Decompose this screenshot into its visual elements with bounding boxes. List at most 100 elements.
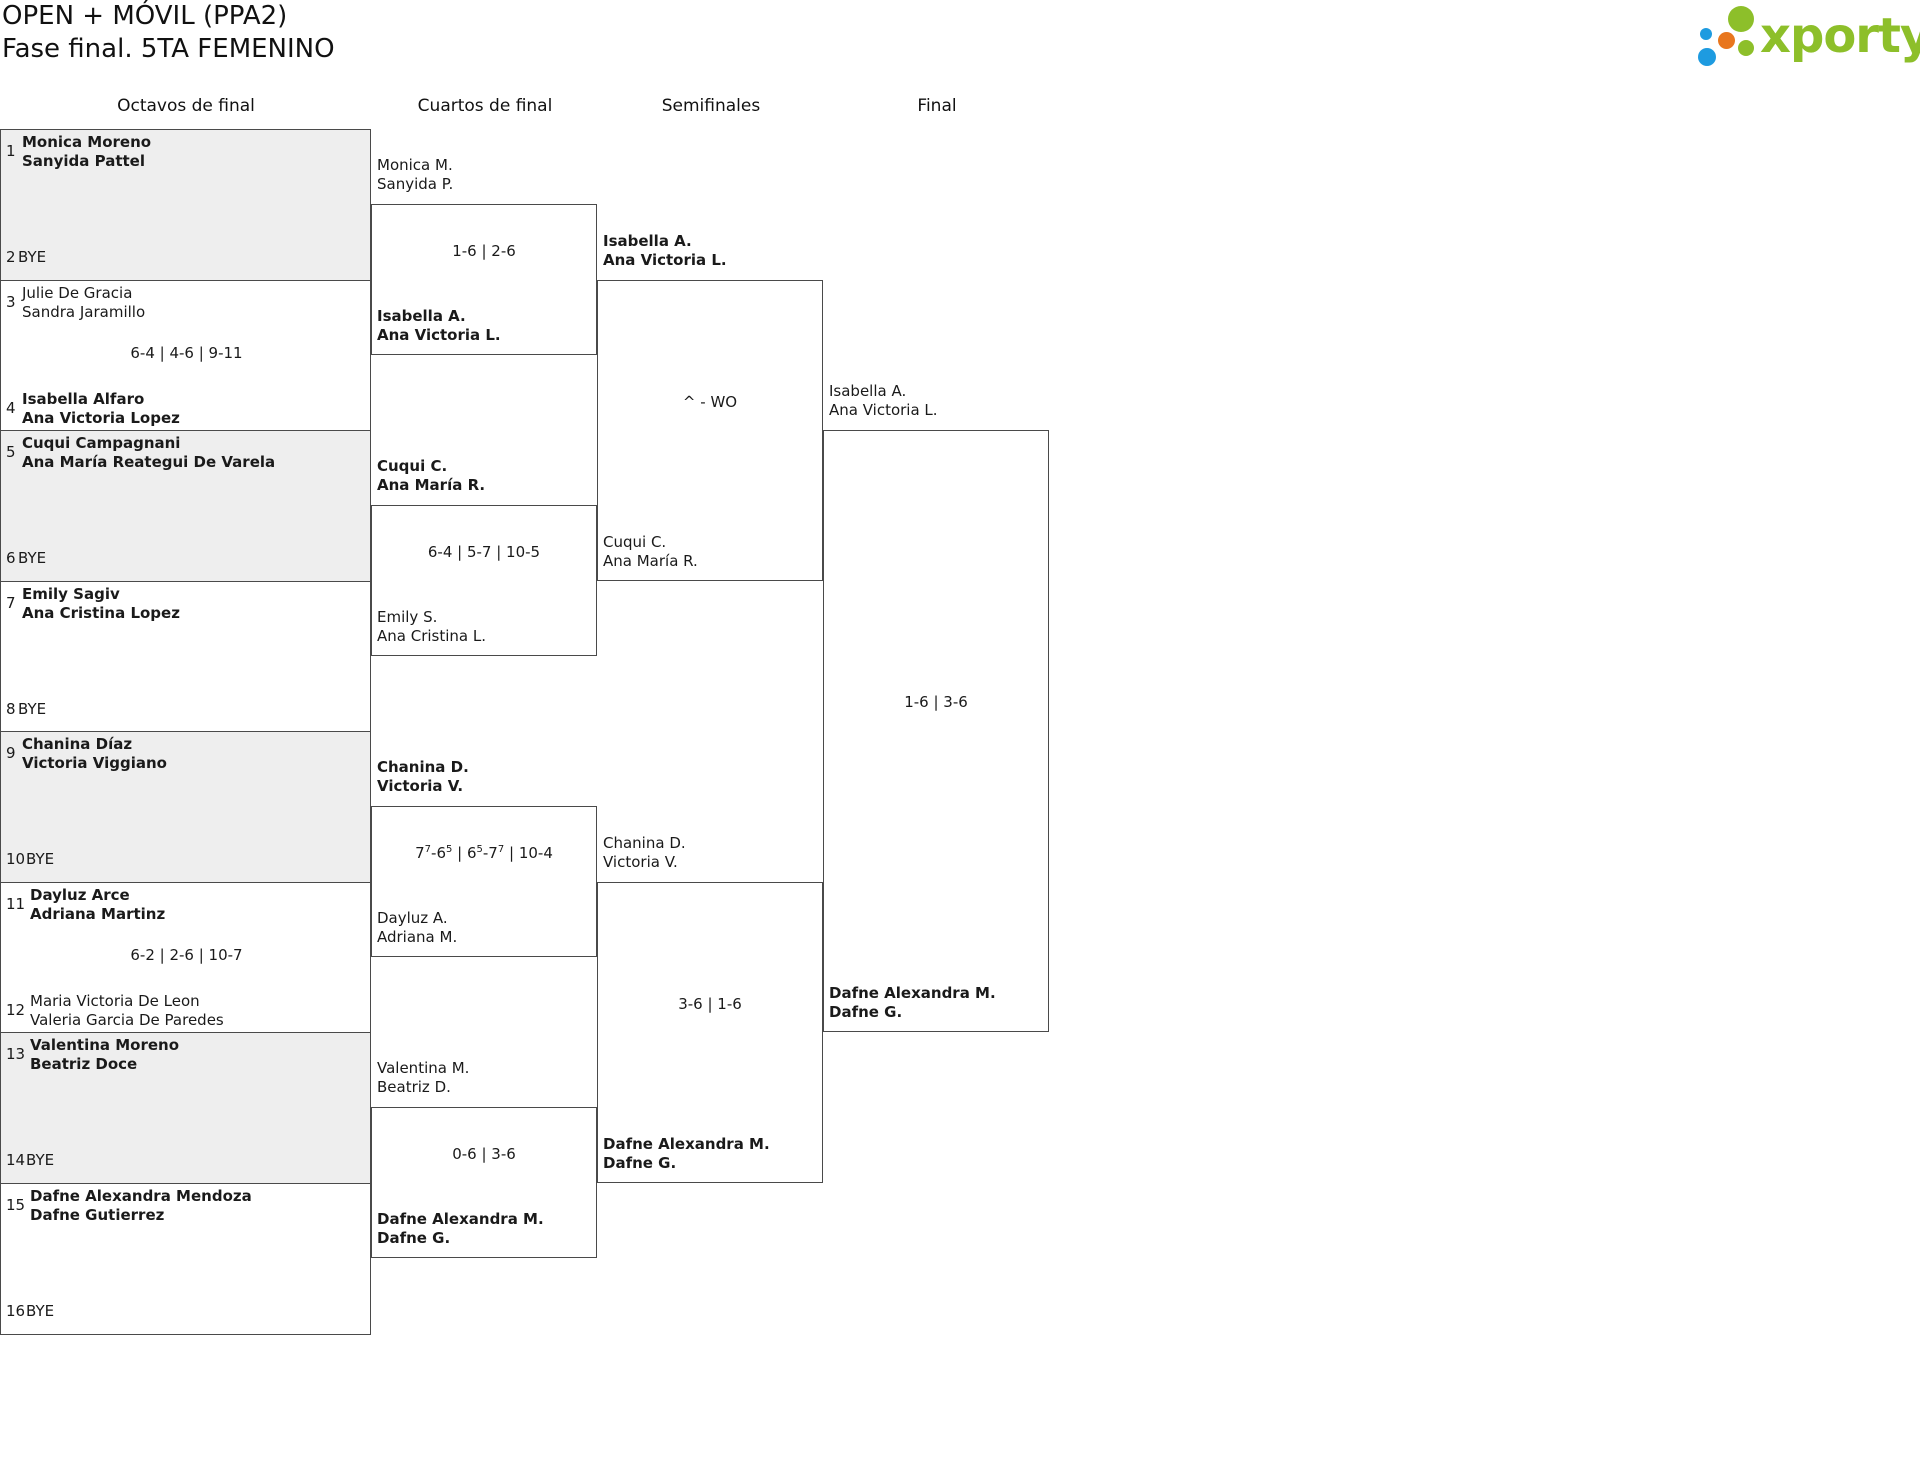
qf-match [371, 505, 597, 656]
player-name: Valeria Garcia De Paredes [30, 1011, 224, 1029]
seed-number: 6 [6, 549, 16, 567]
round-header: Semifinales [661, 96, 761, 116]
final-match [823, 430, 1049, 1032]
logo-dot-green [1728, 6, 1754, 32]
seed-number: 2 [6, 248, 16, 266]
player-name: BYE [18, 700, 47, 718]
qf-team1-player: Cuqui C. [377, 457, 448, 475]
qf-team2-player: Dafne Alexandra M. [377, 1210, 544, 1228]
player-name: Isabella Alfaro [22, 390, 145, 408]
qf-team2-player: Dafne G. [377, 1229, 451, 1247]
player-name: Ana María Reategui De Varela [22, 453, 276, 471]
seed-number: 11 [6, 895, 26, 913]
qf-team2-player: Isabella A. [377, 307, 466, 325]
sf-match [597, 882, 823, 1183]
phase-title: Fase final. 5TA FEMENINO [2, 34, 335, 64]
player-name: BYE [26, 1302, 55, 1320]
seed-number: 7 [6, 594, 16, 612]
xporty-logo: xporty [1698, 4, 1920, 68]
qf-team1-player: Chanina D. [377, 758, 469, 776]
qf-team1-player: Ana María R. [377, 476, 486, 494]
seed-number: 3 [6, 293, 16, 311]
player-name: Cuqui Campagnani [22, 434, 181, 452]
player-name: Maria Victoria De Leon [30, 992, 200, 1010]
round-header: Final [917, 96, 957, 116]
qf-score: 0-6 | 3-6 [452, 1145, 516, 1163]
tournament-title: OPEN + MÓVIL (PPA2) [2, 1, 288, 31]
qf-team2-player: Adriana M. [377, 928, 458, 946]
final-team1-player: Ana Victoria L. [829, 401, 938, 419]
sf-team1-player: Isabella A. [603, 232, 692, 250]
seed-number: 13 [6, 1045, 26, 1063]
sf-team1-player: Victoria V. [603, 853, 678, 871]
qf-team2-player: Ana Victoria L. [377, 326, 501, 344]
player-name: Julie De Gracia [22, 284, 133, 302]
qf-score: 1-6 | 2-6 [452, 242, 516, 260]
player-name: Victoria Viggiano [22, 754, 167, 772]
seed-number: 4 [6, 399, 16, 417]
player-name: Valentina Moreno [30, 1036, 180, 1054]
seed-number: 5 [6, 443, 16, 461]
qf-match [371, 204, 597, 355]
logo-dot-blue [1698, 48, 1716, 66]
final-team1-player: Isabella A. [829, 382, 907, 400]
seed-number: 10 [6, 850, 26, 868]
match-score: 6-4 | 4-6 | 9-11 [130, 344, 243, 362]
seed-number: 9 [6, 744, 16, 762]
sf-team2-player: Ana María R. [603, 552, 698, 570]
player-name: Ana Victoria Lopez [22, 409, 180, 427]
logo-dot-orange [1718, 32, 1735, 49]
qf-team1-player: Monica M. [377, 156, 453, 174]
qf-score: 77-65 | 65-77 | 10-4 [415, 844, 553, 862]
sf-match [597, 280, 823, 581]
logo-dot-green-small [1738, 40, 1754, 56]
qf-team1-player: Beatriz D. [377, 1078, 451, 1096]
qf-match [371, 1107, 597, 1258]
sf-team2-player: Cuqui C. [603, 533, 667, 551]
round-header: Octavos de final [117, 96, 255, 116]
sf-team2-player: Dafne G. [603, 1154, 677, 1172]
qf-score: 6-4 | 5-7 | 10-5 [427, 543, 541, 561]
final-team2-player: Dafne Alexandra M. [829, 984, 996, 1002]
seed-number: 14 [6, 1151, 26, 1169]
player-name: BYE [18, 549, 47, 567]
player-name: Dayluz Arce [30, 886, 130, 904]
seed-number: 16 [6, 1302, 26, 1320]
match-score: 6-2 | 2-6 | 10-7 [130, 946, 243, 964]
player-name: Monica Moreno [22, 133, 152, 151]
final-score: 1-6 | 3-6 [904, 693, 968, 711]
final-team2-player: Dafne G. [829, 1003, 903, 1021]
player-name: Chanina Díaz [22, 735, 133, 753]
player-name: Dafne Gutierrez [30, 1206, 165, 1224]
sf-team2-player: Dafne Alexandra M. [603, 1135, 770, 1153]
player-name: BYE [26, 850, 55, 868]
sf-team1-player: Ana Victoria L. [603, 251, 727, 269]
player-name: Beatriz Doce [30, 1055, 138, 1073]
seed-number: 8 [6, 700, 16, 718]
sf-score: 3-6 | 1-6 [678, 995, 742, 1013]
qf-team2-player: Ana Cristina L. [377, 627, 486, 645]
qf-match [371, 806, 597, 957]
logo-wordmark: xporty [1760, 8, 1920, 64]
player-name: Adriana Martinz [30, 905, 166, 923]
seed-number: 12 [6, 1001, 26, 1019]
logo-dot-blue-small [1700, 28, 1712, 40]
qf-team1-player: Victoria V. [377, 777, 464, 795]
seed-number: 1 [6, 142, 16, 160]
qf-team1-player: Valentina M. [377, 1059, 470, 1077]
player-name: BYE [18, 248, 47, 266]
qf-team1-player: Sanyida P. [377, 175, 454, 193]
player-name: BYE [26, 1151, 55, 1169]
player-name: Emily Sagiv [22, 585, 120, 603]
qf-team2-player: Emily S. [377, 608, 438, 626]
player-name: Sandra Jaramillo [22, 303, 146, 321]
seed-number: 15 [6, 1196, 26, 1214]
